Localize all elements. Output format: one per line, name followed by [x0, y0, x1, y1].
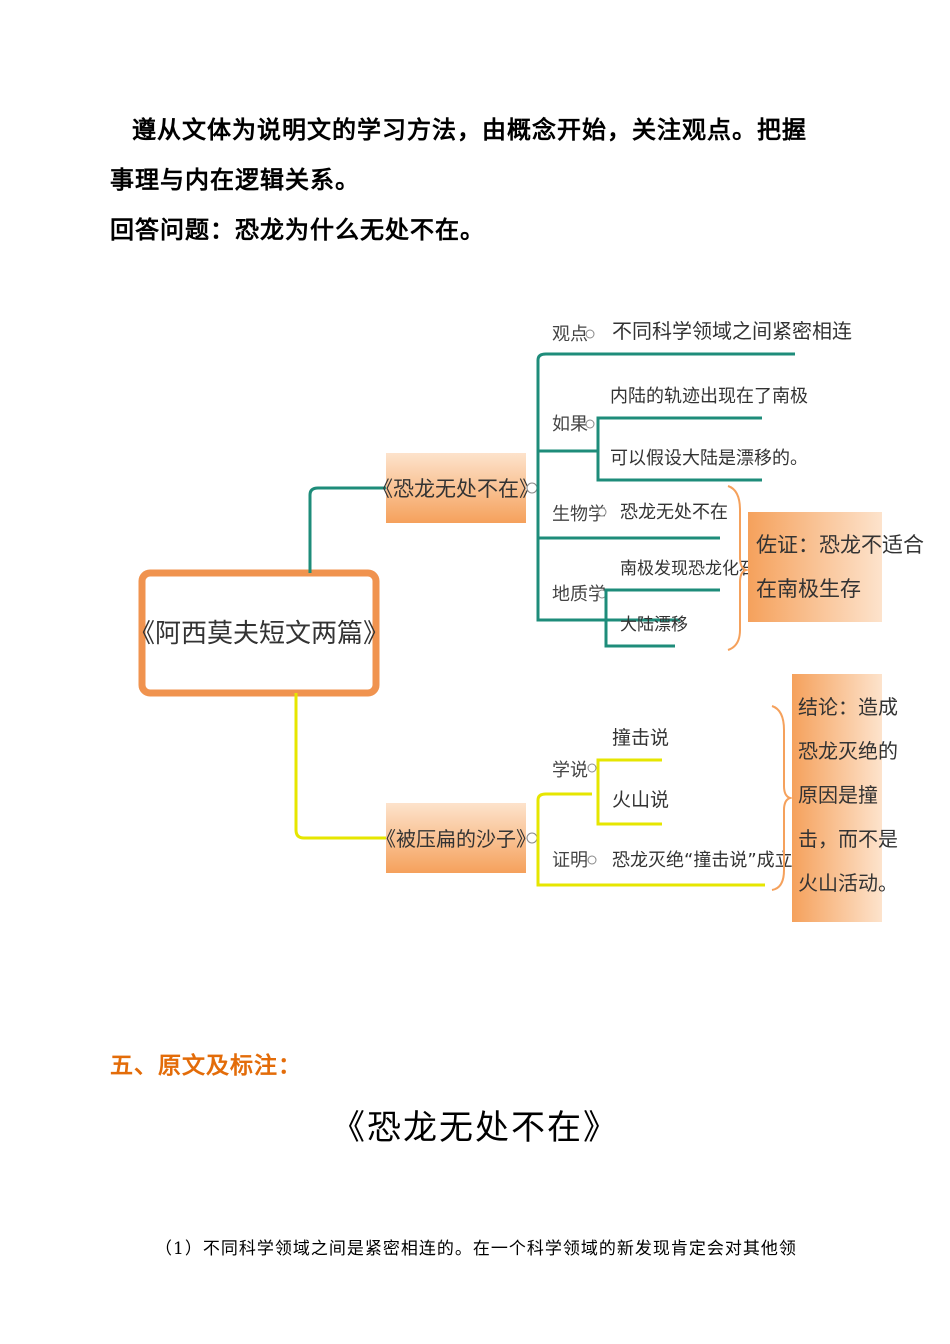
geo-item-2: 大陆漂移 — [620, 615, 688, 635]
mind-map: 《阿西莫夫短文两篇》 《恐龙无处不在》 观点 不同科学领域之间紧密相连 如果 内… — [129, 319, 924, 922]
conclusion-line-5: 火山活动。 — [798, 871, 898, 895]
conclusion-line-1: 结论：造成 — [798, 695, 898, 719]
intro-line-2: 事理与内在逻辑关系。 — [110, 166, 360, 194]
theory-item-1: 撞击说 — [612, 727, 669, 749]
evidence-line-1: 佐证：恐龙不适合 — [756, 533, 924, 557]
document-title: 《恐龙无处不在》 — [331, 1108, 619, 1148]
intro-line-1: 遵从文体为说明文的学习方法，由概念开始，关注观点。把握 — [132, 116, 807, 144]
conclusion-node — [792, 674, 882, 922]
branch2-node — [386, 803, 526, 873]
theory-item-2: 火山说 — [612, 789, 669, 811]
branch2-title: 《被压扁的沙子》 — [376, 827, 536, 851]
if-item-2: 可以假设大陆是漂移的。 — [610, 448, 808, 469]
body-first-line: （1）不同科学领域之间是紧密相连的。在一个科学领域的新发现肯定会对其他领 — [155, 1239, 797, 1259]
if-item-1: 内陆的轨迹出现在了南极 — [610, 386, 808, 407]
conclusion-line-3: 原因是撞 — [798, 783, 878, 807]
theory-label: 学说 — [552, 760, 588, 781]
proof-text: 恐龙灭绝“撞击说”成立 — [612, 850, 793, 871]
conclusion-line-2: 恐龙灭绝的 — [798, 739, 898, 763]
proof-label: 证明 — [552, 850, 588, 871]
viewpoint-text: 不同科学领域之间紧密相连 — [612, 319, 852, 343]
root-label: 《阿西莫夫短文两篇》 — [129, 619, 389, 649]
if-label: 如果 — [552, 414, 588, 435]
root-node — [138, 569, 380, 697]
evidence-line-2: 在南极生存 — [756, 577, 861, 601]
evidence-node — [748, 512, 882, 622]
branch1-node — [386, 453, 526, 523]
conclusion-line-4: 击，而不是 — [798, 827, 898, 851]
intro-line-3: 回答问题：恐龙为什么无处不在。 — [110, 216, 485, 244]
bio-text: 恐龙无处不在 — [620, 502, 728, 523]
branch1-title: 《恐龙无处不在》 — [372, 477, 540, 501]
bio-label: 生物学 — [552, 504, 606, 525]
geo-item-1: 南极发现恐龙化石 — [620, 559, 756, 579]
geo-label: 地质学 — [552, 584, 606, 605]
viewpoint-label: 观点 — [552, 324, 588, 345]
section-heading: 五、原文及标注： — [110, 1052, 302, 1079]
